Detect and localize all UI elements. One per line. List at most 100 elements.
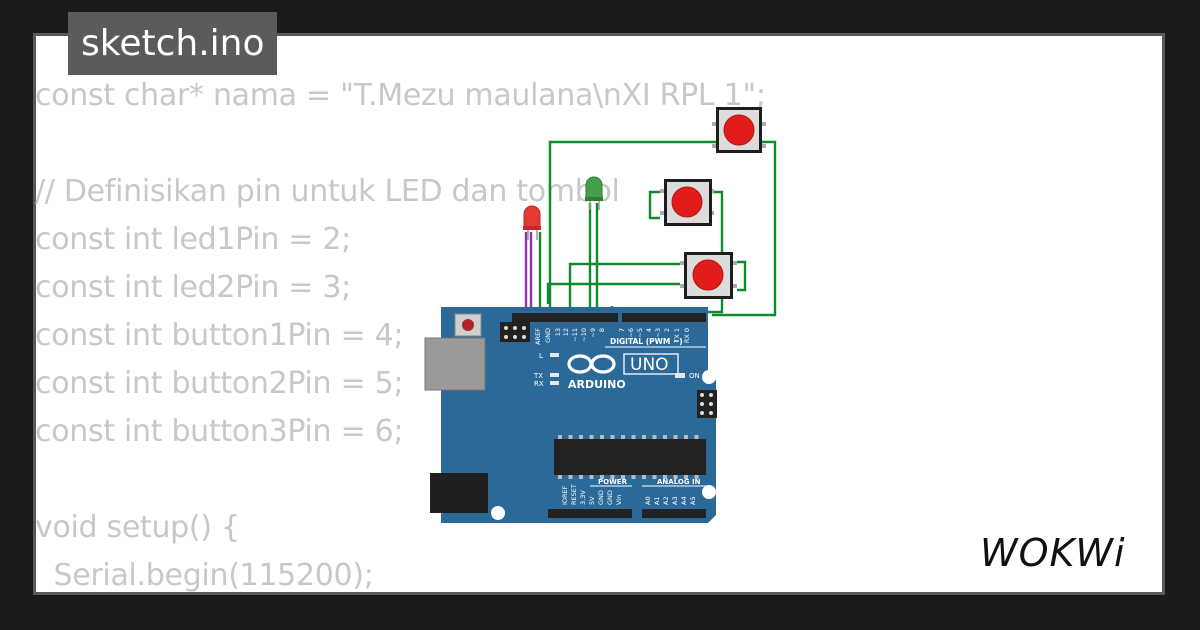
- digital-pin-label: TX 1: [673, 328, 681, 344]
- chip-pin: [589, 435, 594, 439]
- power-pin-label: GND: [597, 490, 605, 505]
- digital-header-label: DIGITAL (PWM ~): [610, 337, 683, 346]
- code-line: void setup() {: [35, 510, 240, 545]
- led-tx: [550, 373, 559, 377]
- code-preview: const char* nama = "T.Mezu maulana\nXI R…: [35, 72, 766, 600]
- mount-hole-top-right: [702, 370, 716, 384]
- icsp-header-right: [697, 390, 717, 418]
- wires: [524, 140, 777, 317]
- led-l: [550, 353, 559, 357]
- file-tab[interactable]: sketch.ino: [68, 12, 278, 75]
- digital-pin-label: ~11: [571, 328, 579, 342]
- power-pin-label: RESET: [570, 484, 578, 505]
- wire-button3-left: [568, 262, 680, 312]
- power-pin-label: 3.3V: [579, 490, 587, 505]
- analog-pin-label: A4: [680, 496, 688, 505]
- chip-pin: [610, 475, 615, 479]
- code-line: // Definisikan pin untuk LED dan tombol: [35, 174, 620, 209]
- chip-pin: [568, 435, 573, 439]
- chip-pin: [642, 475, 646, 479]
- power-pin-label: IOREF: [561, 485, 569, 505]
- chip-pin: [694, 435, 699, 439]
- push-button-3[interactable]: [680, 252, 737, 299]
- code-line: const char* nama = "T.Mezu maulana\nXI R…: [35, 78, 766, 113]
- digital-pin-label: 12: [562, 328, 570, 336]
- digital-pin-label: 2: [663, 328, 671, 332]
- wire-button3-right: [737, 260, 747, 292]
- analog-pin-label: A2: [662, 496, 670, 505]
- arduino-logo: [567, 354, 616, 374]
- chip-pin: [673, 475, 678, 479]
- code-line: const int button3Pin = 6;: [35, 414, 404, 449]
- wire-button1-left: [548, 140, 718, 312]
- led-red[interactable]: [523, 205, 541, 240]
- chip-pin: [631, 475, 636, 479]
- chip-pin: [684, 435, 688, 439]
- power-pin-label: 5V: [588, 496, 596, 505]
- digital-pin-label: 8: [598, 328, 606, 332]
- code-line: const int led1Pin = 2;: [35, 222, 351, 257]
- usb-port: [424, 337, 486, 391]
- digital-pin-label: RX 0: [683, 328, 691, 343]
- on-label: ON: [689, 372, 700, 380]
- code-line: Serial.begin(115200);: [35, 558, 374, 593]
- digital-pin-label: 13: [554, 328, 562, 336]
- digital-pin-label: ~6: [627, 328, 635, 338]
- chip-pin: [610, 435, 615, 439]
- microcontroller-chip: [554, 439, 706, 475]
- chip-pin: [673, 435, 678, 439]
- analog-label: ANALOG IN: [657, 478, 701, 486]
- chip-pin: [558, 475, 562, 479]
- code-line: const int button1Pin = 4;: [35, 318, 404, 353]
- power-header: [548, 509, 632, 518]
- push-button-2[interactable]: [660, 179, 714, 226]
- push-button-1[interactable]: [712, 107, 766, 153]
- model-badge: [623, 353, 679, 375]
- led-green[interactable]: [585, 176, 603, 210]
- rx-label: RX: [534, 380, 544, 388]
- led-rx: [550, 381, 559, 385]
- mount-hole-bottom-left: [491, 506, 505, 520]
- led-on: [675, 373, 685, 378]
- wire-button3-gnd: [546, 282, 680, 304]
- analog-pin-label: A0: [644, 496, 652, 505]
- chip-pin: [568, 475, 573, 479]
- digital-pin-label: ~5: [636, 328, 644, 338]
- chip-pin: [652, 435, 657, 439]
- chip-pin: [600, 435, 604, 439]
- chip-pin: [600, 475, 604, 479]
- tx-label: TX: [533, 372, 543, 380]
- l-label: L: [539, 352, 543, 360]
- brand-label: ARDUINO: [568, 378, 626, 391]
- dc-jack: [430, 473, 488, 513]
- code-line: const int button2Pin = 5;: [35, 366, 404, 401]
- analog-pin-label: A3: [671, 496, 679, 505]
- chip-pin: [579, 435, 583, 439]
- model-label: UNO: [630, 355, 669, 375]
- chip-pin: [621, 435, 625, 439]
- chip-pin: [642, 435, 646, 439]
- icsp-header: [500, 322, 530, 342]
- chip-pins: [558, 435, 699, 479]
- power-label: POWER: [598, 478, 628, 486]
- digital-header-left: [512, 313, 618, 322]
- digital-pin-label: GND: [544, 328, 552, 343]
- chip-pin: [589, 475, 594, 479]
- analog-pin-label: A1: [653, 496, 661, 505]
- code-line: const int led2Pin = 3;: [35, 270, 351, 305]
- chip-pin: [631, 435, 636, 439]
- chip-pin: [663, 475, 667, 479]
- wire-button1-right: [712, 140, 777, 317]
- reset-button-cap: [462, 319, 474, 331]
- power-pin-label: Vin: [615, 495, 623, 505]
- analog-pin-label: A5: [689, 496, 697, 505]
- chip-pin: [684, 475, 688, 479]
- chip-pin: [652, 475, 657, 479]
- analog-header: [642, 509, 706, 518]
- mount-hole-bottom-right: [702, 485, 716, 499]
- digital-pin-label: ~3: [654, 328, 662, 338]
- wire-button2-left: [648, 190, 660, 220]
